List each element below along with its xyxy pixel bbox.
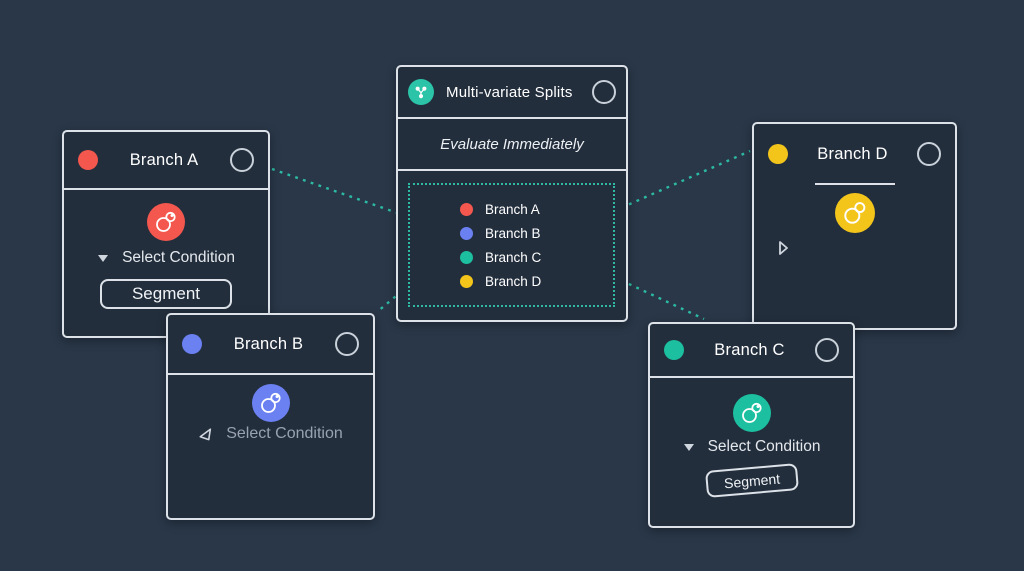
branch-a-header: Branch A bbox=[64, 132, 268, 190]
branch-c-legend-label: Branch C bbox=[485, 249, 542, 265]
branch-c-connection-circle[interactable] bbox=[815, 338, 839, 362]
branch-d-title: Branch D bbox=[817, 144, 888, 163]
branch-d-header: Branch D bbox=[754, 124, 955, 184]
branch-b-legend-dot bbox=[460, 226, 473, 240]
evaluate-immediately-label: Evaluate Immediately bbox=[398, 119, 626, 171]
branch-list-item: Branch D bbox=[460, 273, 613, 289]
branch-c-legend-dot bbox=[460, 250, 473, 264]
branch-d-legend-dot bbox=[460, 274, 473, 288]
branch-b-connection-circle[interactable] bbox=[335, 332, 359, 356]
multi-variate-splits-header: Multi-variate Splits bbox=[398, 67, 626, 119]
segment-icon bbox=[732, 394, 771, 432]
branch-d-color-dot bbox=[768, 144, 788, 164]
branch-list-item: Branch B bbox=[460, 225, 613, 241]
branch-a-connection-circle[interactable] bbox=[230, 148, 254, 172]
connector-branch-a bbox=[271, 167, 407, 218]
segment-icon bbox=[147, 203, 185, 241]
multi-variate-splits-title: Multi-variate Splits bbox=[446, 83, 573, 101]
branch-a-title: Branch A bbox=[129, 150, 199, 169]
branch-b-select-condition[interactable]: Select Condition bbox=[168, 425, 373, 443]
branch-c-card[interactable]: Branch C Select Condition Segment bbox=[648, 322, 855, 528]
multi-variate-splits-connection-circle[interactable] bbox=[592, 80, 616, 104]
multivariate-split-icon bbox=[408, 79, 434, 105]
segment-icon bbox=[251, 384, 290, 422]
select-condition-label: Select Condition bbox=[226, 425, 343, 442]
branch-d-legend-label: Branch D bbox=[485, 273, 542, 289]
branch-a-color-dot bbox=[78, 150, 98, 170]
multi-variate-splits-card[interactable]: Multi-variate Splits Evaluate Immediatel… bbox=[396, 65, 628, 322]
branch-list-item: Branch C bbox=[460, 249, 613, 265]
branch-a-segment-button[interactable]: Segment bbox=[100, 279, 232, 309]
branch-b-color-dot bbox=[182, 334, 202, 354]
branch-c-header: Branch C bbox=[650, 324, 853, 378]
branch-b-legend-label: Branch B bbox=[485, 225, 541, 241]
cursor-arrow-left-icon bbox=[199, 427, 212, 440]
branch-b-header: Branch B bbox=[168, 315, 373, 375]
branch-a-card[interactable]: Branch A Select Condition Segment bbox=[62, 130, 270, 338]
select-condition-label: Select Condition bbox=[707, 438, 821, 455]
branch-c-color-dot bbox=[664, 340, 684, 360]
segment-icon bbox=[834, 193, 875, 233]
branch-c-select-condition[interactable]: Select Condition bbox=[650, 438, 853, 456]
branch-a-legend-label: Branch A bbox=[485, 201, 540, 217]
connector-branch-d bbox=[613, 149, 751, 213]
branch-d-connection-circle[interactable] bbox=[917, 142, 941, 166]
branch-list-item: Branch A bbox=[460, 201, 613, 217]
branch-a-legend-dot bbox=[460, 202, 473, 216]
branch-b-title: Branch B bbox=[233, 334, 304, 353]
branch-a-select-condition[interactable]: Select Condition bbox=[64, 249, 268, 267]
branches-highlight-box: Branch A Branch B Branch C Branch D bbox=[408, 183, 615, 307]
branch-d-card[interactable]: Branch D bbox=[752, 122, 957, 330]
cursor-arrow-right-icon bbox=[776, 240, 790, 261]
caret-down-icon bbox=[683, 443, 694, 451]
branch-d-title-underline bbox=[814, 183, 895, 185]
caret-down-icon bbox=[98, 254, 109, 262]
branch-c-title: Branch C bbox=[714, 340, 785, 359]
branch-c-segment-button[interactable]: Segment bbox=[704, 463, 799, 498]
select-condition-label: Select Condition bbox=[122, 249, 235, 266]
branch-b-card[interactable]: Branch B Select Condition bbox=[166, 313, 375, 520]
